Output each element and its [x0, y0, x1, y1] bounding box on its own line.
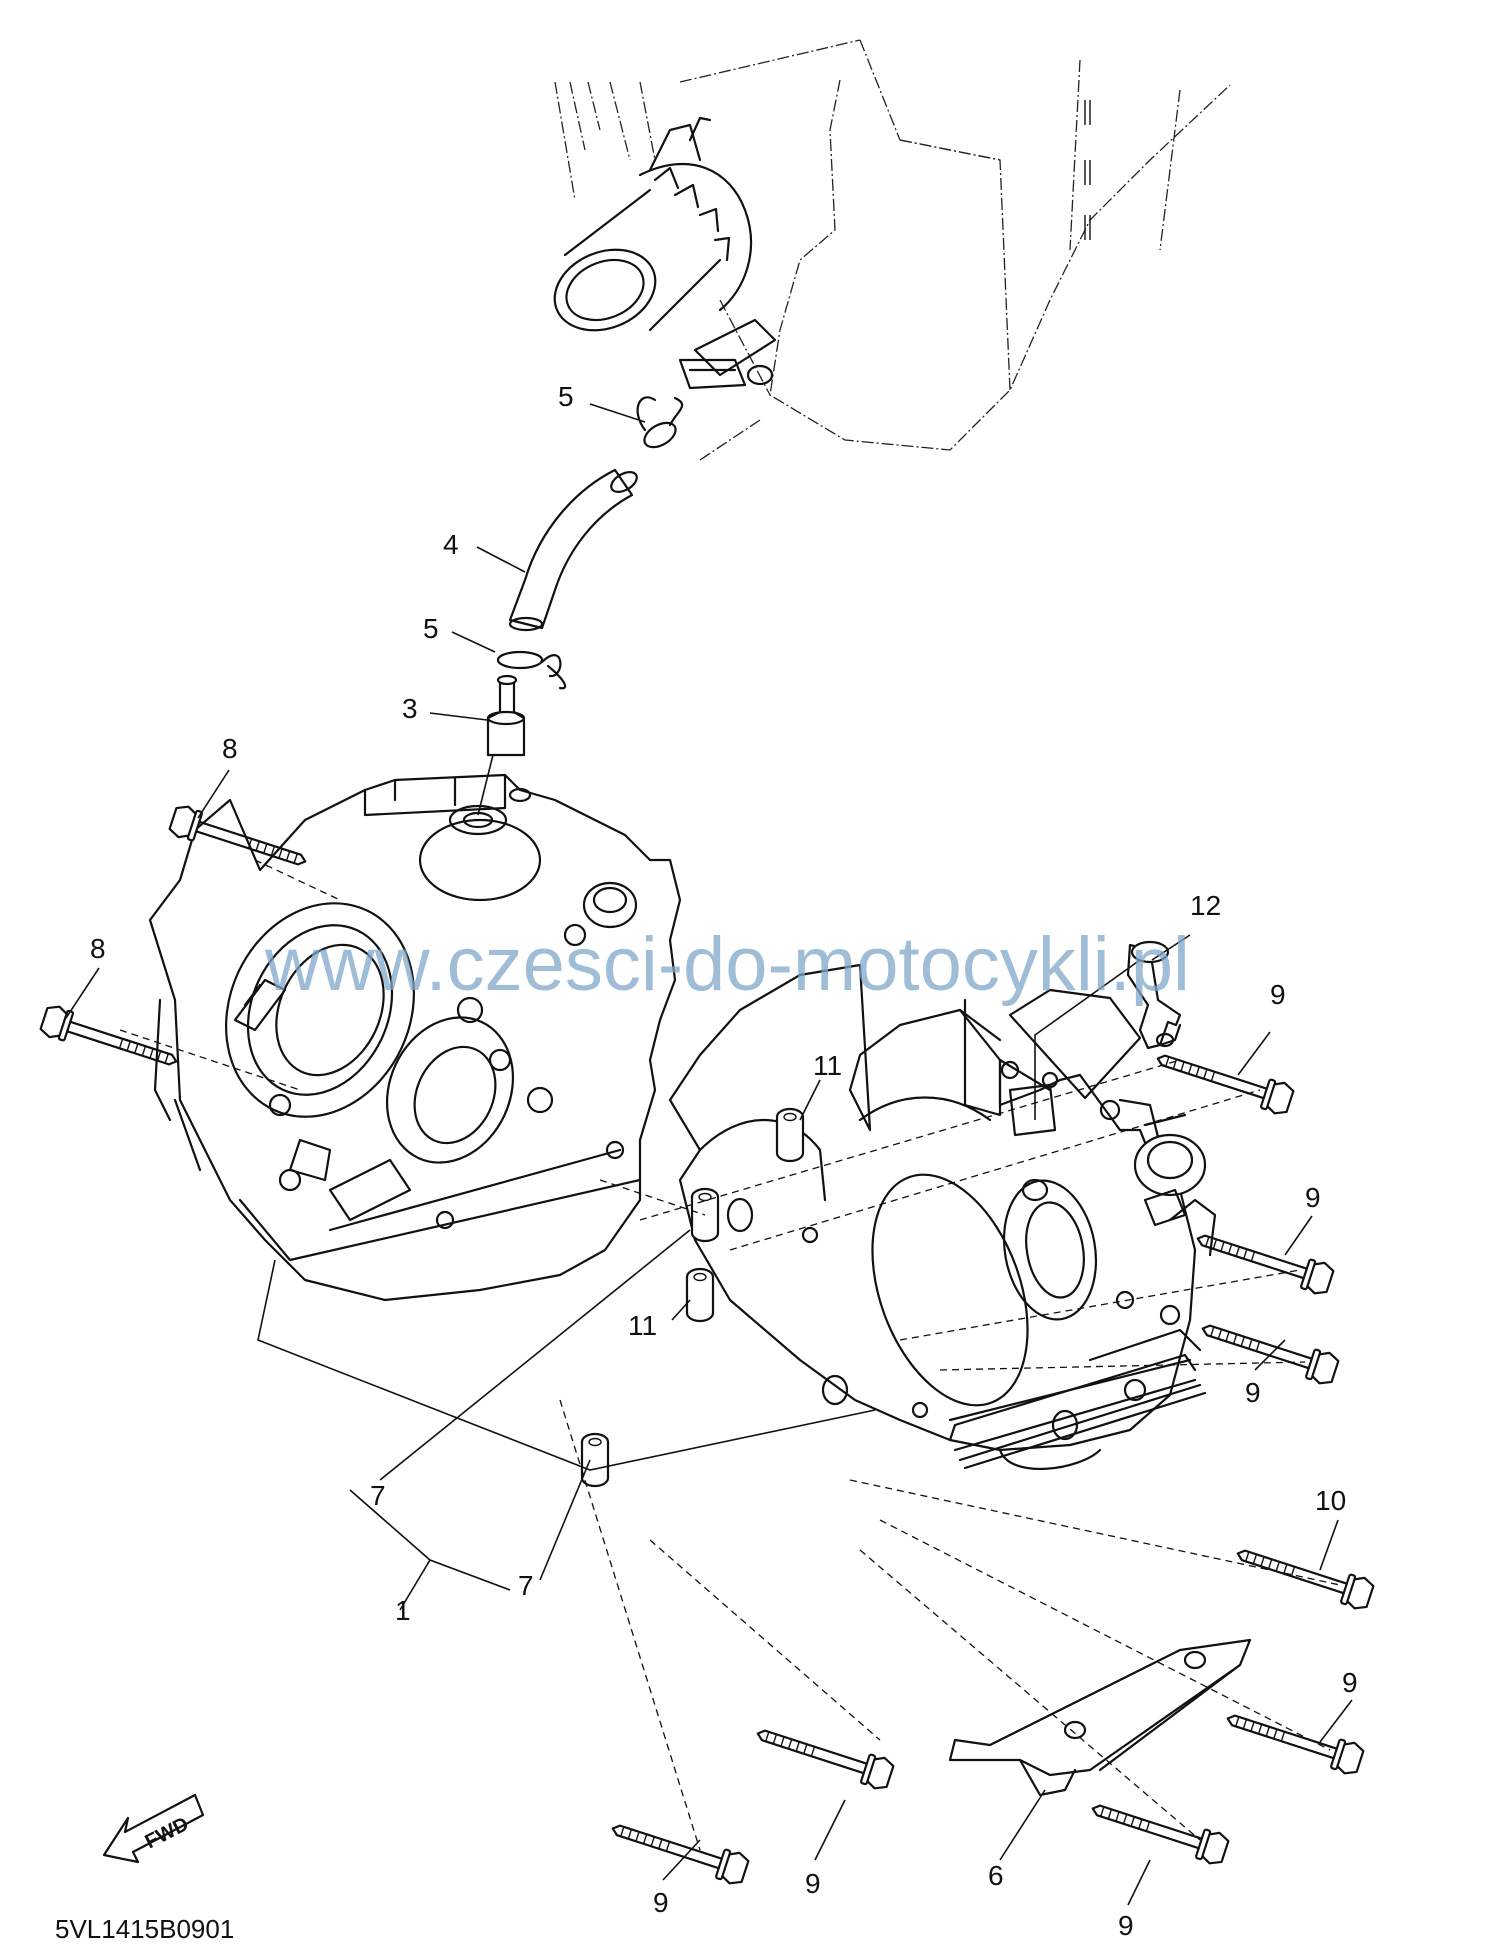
bolt-9-c — [1196, 1312, 1342, 1388]
callout-labels: 1 3 4 5 5 6 7 7 8 8 9 9 9 9 9 9 9 9 10 1… — [90, 381, 1358, 1941]
callout-9-a: 9 — [1270, 979, 1286, 1010]
assembly-bracket — [257, 1259, 876, 1611]
hose-clip-lower — [496, 650, 567, 690]
callout-6: 6 — [988, 1860, 1004, 1891]
bolt-9-b — [1191, 1222, 1337, 1298]
leader-lines — [65, 403, 1353, 1906]
callout-7-upper: 7 — [370, 1480, 386, 1511]
intake-joint — [553, 116, 777, 390]
hose-clip-upper — [636, 396, 684, 449]
crankcase-right-half — [668, 963, 1217, 1470]
bolt-10 — [1231, 1537, 1377, 1613]
bolt-9-a — [1151, 1042, 1297, 1118]
bolt-9-d — [1221, 1702, 1367, 1778]
chain-guide-plate — [948, 1638, 1252, 1797]
alignment-lines — [119, 859, 1341, 1851]
breather-pipe — [486, 674, 526, 757]
callout-12: 12 — [1190, 890, 1221, 921]
callout-4: 4 — [443, 529, 459, 560]
dowel-pin-11-lower — [685, 1267, 715, 1323]
bolt-9-g — [606, 1812, 752, 1888]
dowel-pin-11-upper — [775, 1107, 805, 1163]
callout-8-upper: 8 — [222, 733, 238, 764]
callout-9-d: 9 — [1342, 1667, 1358, 1698]
callout-9-g: 9 — [653, 1887, 669, 1918]
callout-7-lower: 7 — [518, 1570, 534, 1601]
callout-11-upper: 11 — [813, 1050, 842, 1081]
callout-11-lower: 11 — [628, 1310, 657, 1341]
crankcase-left-half — [148, 773, 682, 1302]
dowel-pin-7-lower — [580, 1432, 610, 1488]
callout-5-lower: 5 — [423, 613, 439, 644]
callout-1: 1 — [395, 1595, 411, 1626]
bolt-9-f — [751, 1717, 897, 1793]
engine-reference-outline — [554, 39, 1231, 461]
callout-9-c: 9 — [1245, 1377, 1261, 1408]
bolt-9-e — [1086, 1792, 1232, 1868]
callout-8-lower: 8 — [90, 933, 106, 964]
callout-3: 3 — [402, 693, 418, 724]
callout-9-f: 9 — [805, 1868, 821, 1899]
diagram-code: 5VL1415B0901 — [55, 1914, 234, 1944]
watermark: www.czesci-do-motocykli.pl — [264, 922, 1190, 1007]
cable-clamp — [1126, 940, 1182, 1050]
callout-5-upper: 5 — [558, 381, 574, 412]
callout-9-e: 9 — [1118, 1910, 1134, 1941]
breather-hose — [508, 468, 638, 632]
callout-9-b: 9 — [1305, 1182, 1321, 1213]
callout-10: 10 — [1315, 1485, 1346, 1516]
forward-direction-arrow: FWD — [102, 1793, 205, 1864]
